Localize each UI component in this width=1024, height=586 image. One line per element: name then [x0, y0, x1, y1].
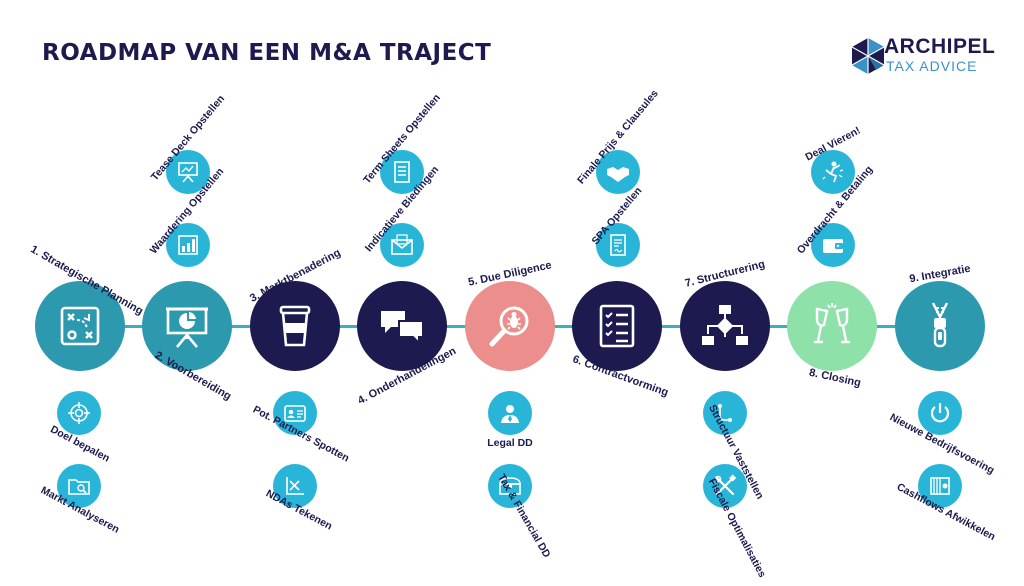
- signature-icon: [286, 477, 304, 495]
- champagne-icon: [814, 303, 850, 344]
- task-markt-circle: [57, 464, 101, 508]
- lawyer-icon: [501, 405, 519, 423]
- coffee-cup-icon: [279, 305, 311, 347]
- contract-icon: [610, 234, 626, 256]
- task-fiscale-circle: [703, 464, 747, 508]
- logo-main-text: ARCHIPEL: [884, 35, 996, 58]
- task-waardering-circle: [166, 223, 210, 267]
- task-deal-vieren-circle: [811, 150, 855, 194]
- phase-3-circle: [250, 281, 340, 371]
- task-tease-deck-circle: [166, 150, 210, 194]
- phase-7-circle: [680, 281, 770, 371]
- easel-chart-icon: [178, 162, 198, 183]
- cash-icon: [930, 477, 950, 495]
- tools-icon: [714, 474, 737, 496]
- magnifier-bug-icon: [489, 306, 529, 347]
- zipper-icon: [931, 302, 949, 348]
- bar-chart-icon: [178, 235, 198, 255]
- checklist-icon: [599, 304, 635, 348]
- task-ndas-circle: [273, 464, 317, 508]
- task-legal-dd-label: Legal DD: [487, 437, 533, 449]
- power-icon: [930, 403, 950, 423]
- presentation-board-icon: [166, 307, 208, 348]
- document-icon: [394, 161, 410, 183]
- task-tax-dd-circle: [488, 464, 532, 508]
- task-spa-circle: [596, 223, 640, 267]
- task-biedingen-circle: [380, 223, 424, 267]
- strategy-board-icon: [60, 306, 100, 346]
- handshake-icon: [607, 167, 629, 182]
- phase-5-circle: [465, 281, 555, 371]
- envelope-icon: [391, 234, 413, 255]
- phase-4-circle: [357, 281, 447, 371]
- flowchart-icon: [702, 305, 748, 345]
- task-overdracht-circle: [811, 223, 855, 267]
- task-finale-prijs-circle: [596, 150, 640, 194]
- wallet-icon: [823, 239, 843, 253]
- treasure-chest-icon: [499, 477, 521, 495]
- task-legal-dd-circle: [488, 391, 532, 435]
- logo-hexagon-icon: [851, 38, 885, 74]
- phase-1-circle: [35, 281, 125, 371]
- task-partners-circle: [273, 391, 317, 435]
- page-title: ROADMAP VAN EEN M&A TRAJECT: [42, 40, 492, 66]
- target-icon: [68, 402, 90, 424]
- phase-2-circle: [142, 281, 232, 371]
- phase-6-circle: [572, 281, 662, 371]
- folder-search-icon: [68, 479, 90, 495]
- archipel-logo: ARCHIPEL TAX ADVICE: [850, 35, 1000, 80]
- task-bedrijfsvoering-circle: [918, 391, 962, 435]
- path-icon: [718, 404, 732, 422]
- celebrate-icon: [822, 161, 844, 183]
- phase-9-circle: [895, 281, 985, 371]
- id-card-icon: [284, 405, 306, 422]
- task-term-sheets-circle: [380, 150, 424, 194]
- logo-sub-text: TAX ADVICE: [886, 58, 978, 74]
- chat-bubbles-icon: [381, 311, 424, 346]
- phase-8-circle: [787, 281, 877, 371]
- task-structuur-circle: [703, 391, 747, 435]
- task-doel-circle: [57, 391, 101, 435]
- task-cashflows-circle: [918, 464, 962, 508]
